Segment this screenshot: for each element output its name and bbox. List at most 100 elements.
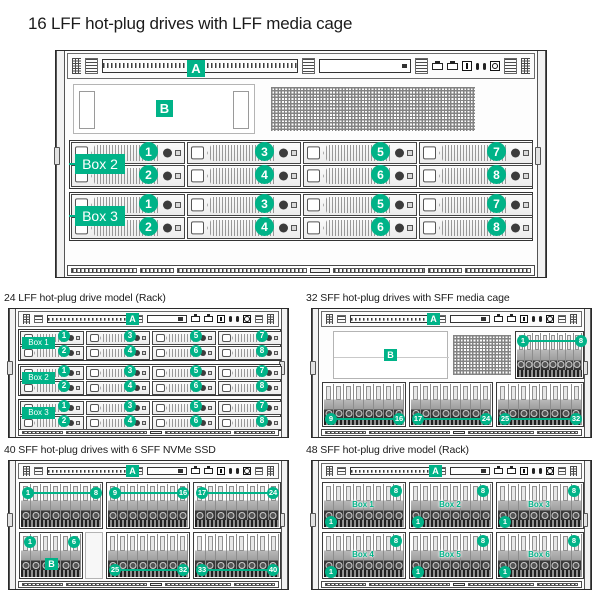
lff-drive[interactable]	[218, 331, 282, 345]
power-button[interactable]	[243, 467, 251, 475]
drive-handle[interactable]	[307, 198, 320, 212]
optical-drive-slot[interactable]	[147, 314, 187, 324]
drive-latch-knob[interactable]	[266, 420, 272, 426]
power-button[interactable]	[490, 61, 500, 71]
lff-drive[interactable]	[303, 165, 417, 187]
chassis-latch[interactable]	[453, 431, 466, 434]
lff-drive[interactable]	[187, 142, 301, 164]
usb-port-2[interactable]	[204, 466, 213, 474]
lff-drive[interactable]	[303, 194, 417, 216]
drive-handle[interactable]	[90, 349, 99, 357]
drive-latch-knob[interactable]	[395, 148, 404, 158]
drive-handle[interactable]	[191, 198, 204, 212]
usb-port-1[interactable]	[432, 60, 443, 70]
drive-handle[interactable]	[307, 221, 320, 235]
drive-latch-knob[interactable]	[68, 385, 74, 391]
drive-latch-knob[interactable]	[279, 148, 288, 158]
usb-port-2[interactable]	[507, 466, 516, 474]
lff-drive[interactable]	[86, 381, 150, 395]
drive-latch-knob[interactable]	[134, 385, 140, 391]
drive-handle[interactable]	[423, 146, 436, 160]
lff-drive[interactable]	[152, 416, 216, 430]
drive-latch-knob[interactable]	[266, 370, 272, 376]
lff-drive[interactable]	[303, 217, 417, 239]
drive-handle[interactable]	[423, 198, 436, 212]
drive-latch-knob[interactable]	[163, 223, 172, 233]
optical-drive-slot[interactable]	[319, 59, 411, 73]
drive-handle[interactable]	[156, 384, 165, 392]
usb-port-2[interactable]	[204, 314, 213, 322]
drive-latch-knob[interactable]	[279, 200, 288, 210]
drive-handle[interactable]	[24, 384, 33, 392]
drive-handle[interactable]	[156, 419, 165, 427]
drive-handle[interactable]	[24, 419, 33, 427]
drive-latch-knob[interactable]	[68, 370, 74, 376]
drive-handle[interactable]	[191, 221, 204, 235]
lff-drive[interactable]	[187, 165, 301, 187]
drive-latch-knob[interactable]	[395, 171, 404, 181]
power-button[interactable]	[243, 315, 251, 323]
drive-handle[interactable]	[24, 349, 33, 357]
usb-port-1[interactable]	[494, 314, 503, 322]
drive-latch-knob[interactable]	[511, 200, 520, 210]
drive-latch-knob[interactable]	[134, 405, 140, 411]
usb-port-2[interactable]	[507, 314, 516, 322]
lff-drive[interactable]	[419, 165, 533, 187]
lff-drive[interactable]	[86, 416, 150, 430]
lff-drive[interactable]	[187, 217, 301, 239]
drive-handle[interactable]	[156, 349, 165, 357]
usb-port-1[interactable]	[494, 466, 503, 474]
chassis-latch[interactable]	[453, 583, 466, 586]
lff-drive[interactable]	[152, 401, 216, 415]
power-button[interactable]	[546, 315, 554, 323]
lff-drive[interactable]	[303, 142, 417, 164]
drive-latch-knob[interactable]	[68, 420, 74, 426]
lff-drive[interactable]	[152, 331, 216, 345]
drive-handle[interactable]	[222, 404, 231, 412]
lff-drive[interactable]	[218, 366, 282, 380]
drive-handle[interactable]	[90, 419, 99, 427]
sff-drive[interactable]	[481, 384, 491, 425]
drive-handle[interactable]	[90, 369, 99, 377]
drive-latch-knob[interactable]	[200, 350, 206, 356]
usb-port-1[interactable]	[191, 314, 200, 322]
lff-drive[interactable]	[218, 381, 282, 395]
drive-latch-knob[interactable]	[163, 200, 172, 210]
drive-handle[interactable]	[222, 369, 231, 377]
drive-handle[interactable]	[191, 169, 204, 183]
drive-latch-knob[interactable]	[279, 223, 288, 233]
lff-drive[interactable]	[86, 366, 150, 380]
lff-drive[interactable]	[218, 416, 282, 430]
lff-drive[interactable]	[152, 346, 216, 360]
drive-latch-knob[interactable]	[68, 335, 74, 341]
sff-drive[interactable]	[178, 534, 188, 577]
usb-port-1[interactable]	[191, 466, 200, 474]
drive-handle[interactable]	[156, 334, 165, 342]
drive-latch-knob[interactable]	[200, 335, 206, 341]
chassis-latch[interactable]	[150, 431, 163, 434]
sff-drive[interactable]	[394, 384, 404, 425]
sff-drive[interactable]	[571, 384, 582, 425]
drive-latch-knob[interactable]	[266, 350, 272, 356]
drive-latch-knob[interactable]	[511, 223, 520, 233]
drive-latch-knob[interactable]	[68, 350, 74, 356]
drive-latch-knob[interactable]	[395, 200, 404, 210]
power-button[interactable]	[546, 467, 554, 475]
drive-latch-knob[interactable]	[163, 148, 172, 158]
drive-handle[interactable]	[156, 404, 165, 412]
drive-handle[interactable]	[90, 334, 99, 342]
drive-handle[interactable]	[191, 146, 204, 160]
drive-handle[interactable]	[90, 384, 99, 392]
optical-drive-slot[interactable]	[450, 314, 490, 324]
lff-drive[interactable]	[152, 381, 216, 395]
lff-drive[interactable]	[152, 366, 216, 380]
drive-latch-knob[interactable]	[266, 385, 272, 391]
usb-port-2[interactable]	[447, 60, 458, 70]
drive-latch-knob[interactable]	[200, 385, 206, 391]
drive-latch-knob[interactable]	[134, 370, 140, 376]
drive-latch-knob[interactable]	[395, 223, 404, 233]
drive-latch-knob[interactable]	[511, 171, 520, 181]
drive-latch-knob[interactable]	[163, 171, 172, 181]
drive-handle[interactable]	[307, 146, 320, 160]
drive-latch-knob[interactable]	[200, 405, 206, 411]
